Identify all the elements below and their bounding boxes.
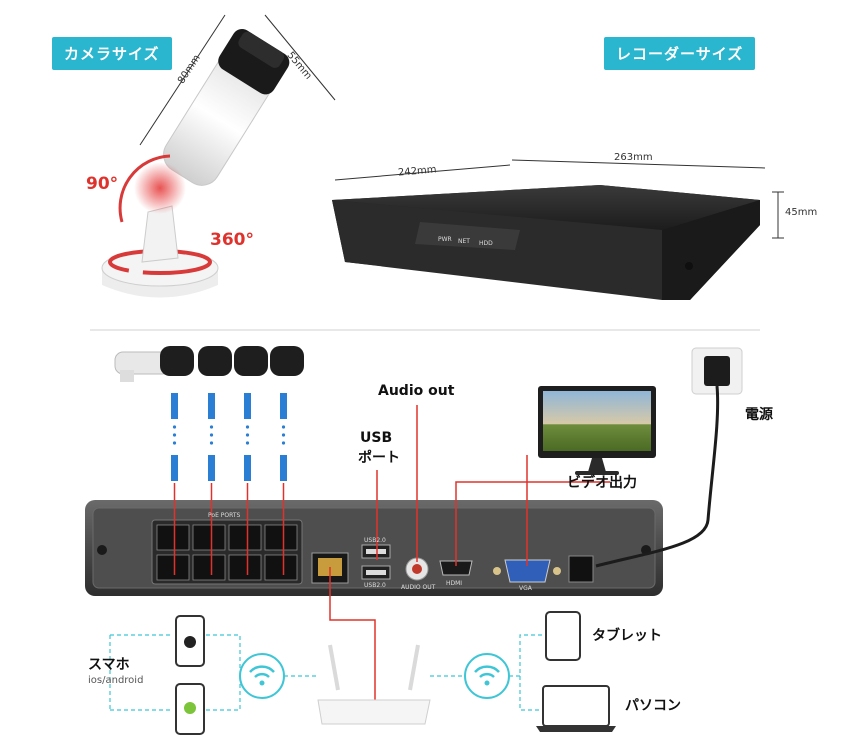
usb-bottom-label: USB2.0 <box>364 582 386 589</box>
power-label: 電源 <box>745 407 773 423</box>
led-net-label: NET <box>458 238 470 245</box>
poe-ports-label: PoE PORTS <box>208 512 241 519</box>
smartphone-label: スマホ <box>88 657 130 673</box>
camera-row <box>114 346 304 382</box>
bullet-camera-illustration <box>101 14 336 298</box>
ethernet-cables <box>171 393 287 481</box>
power-adapter-illustration <box>595 347 743 568</box>
video-out-label: ビデオ出力 <box>567 475 637 491</box>
led-pwr-label: PWR <box>438 236 452 243</box>
audio-out-label: Audio out <box>378 383 455 399</box>
wifi-icon-left <box>239 653 285 699</box>
laptop-icon <box>536 685 616 732</box>
tilt-label: 90° <box>86 174 119 194</box>
pc-label: パソコン <box>625 698 681 714</box>
recorder-size-tag: レコーダーサイズ <box>604 37 756 70</box>
recorder-height-label: 45mm <box>785 207 818 218</box>
smartphone-os-label: ios/android <box>88 675 144 686</box>
wifi-icon-right <box>464 653 510 699</box>
tablet-label: タブレット <box>592 628 662 644</box>
monitor-illustration <box>538 386 656 475</box>
audio-out-port-label: AUDIO OUT <box>401 584 436 591</box>
pan-label: 360° <box>210 230 254 250</box>
callout-lines <box>329 405 610 700</box>
nvr-back-panel <box>85 500 663 596</box>
tablet-icon <box>545 611 581 661</box>
usb-label: USB <box>360 430 393 446</box>
android-phone-icon <box>175 683 205 735</box>
poe-link-lines <box>173 483 285 575</box>
nvr-recorder-illustration <box>332 159 784 300</box>
led-hdd-label: HDD <box>479 240 493 247</box>
wireless-dashed-links <box>109 634 545 711</box>
usb-top-label: USB2.0 <box>364 537 386 544</box>
usb-port-label: ポート <box>358 450 400 466</box>
recorder-width-label: 263mm <box>614 152 653 163</box>
iphone-icon <box>175 615 205 667</box>
vga-port-label: VGA <box>519 585 532 592</box>
hdmi-port-label: HDMI <box>446 580 463 587</box>
router-illustration <box>317 644 431 725</box>
camera-size-tag: カメラサイズ <box>52 37 172 70</box>
